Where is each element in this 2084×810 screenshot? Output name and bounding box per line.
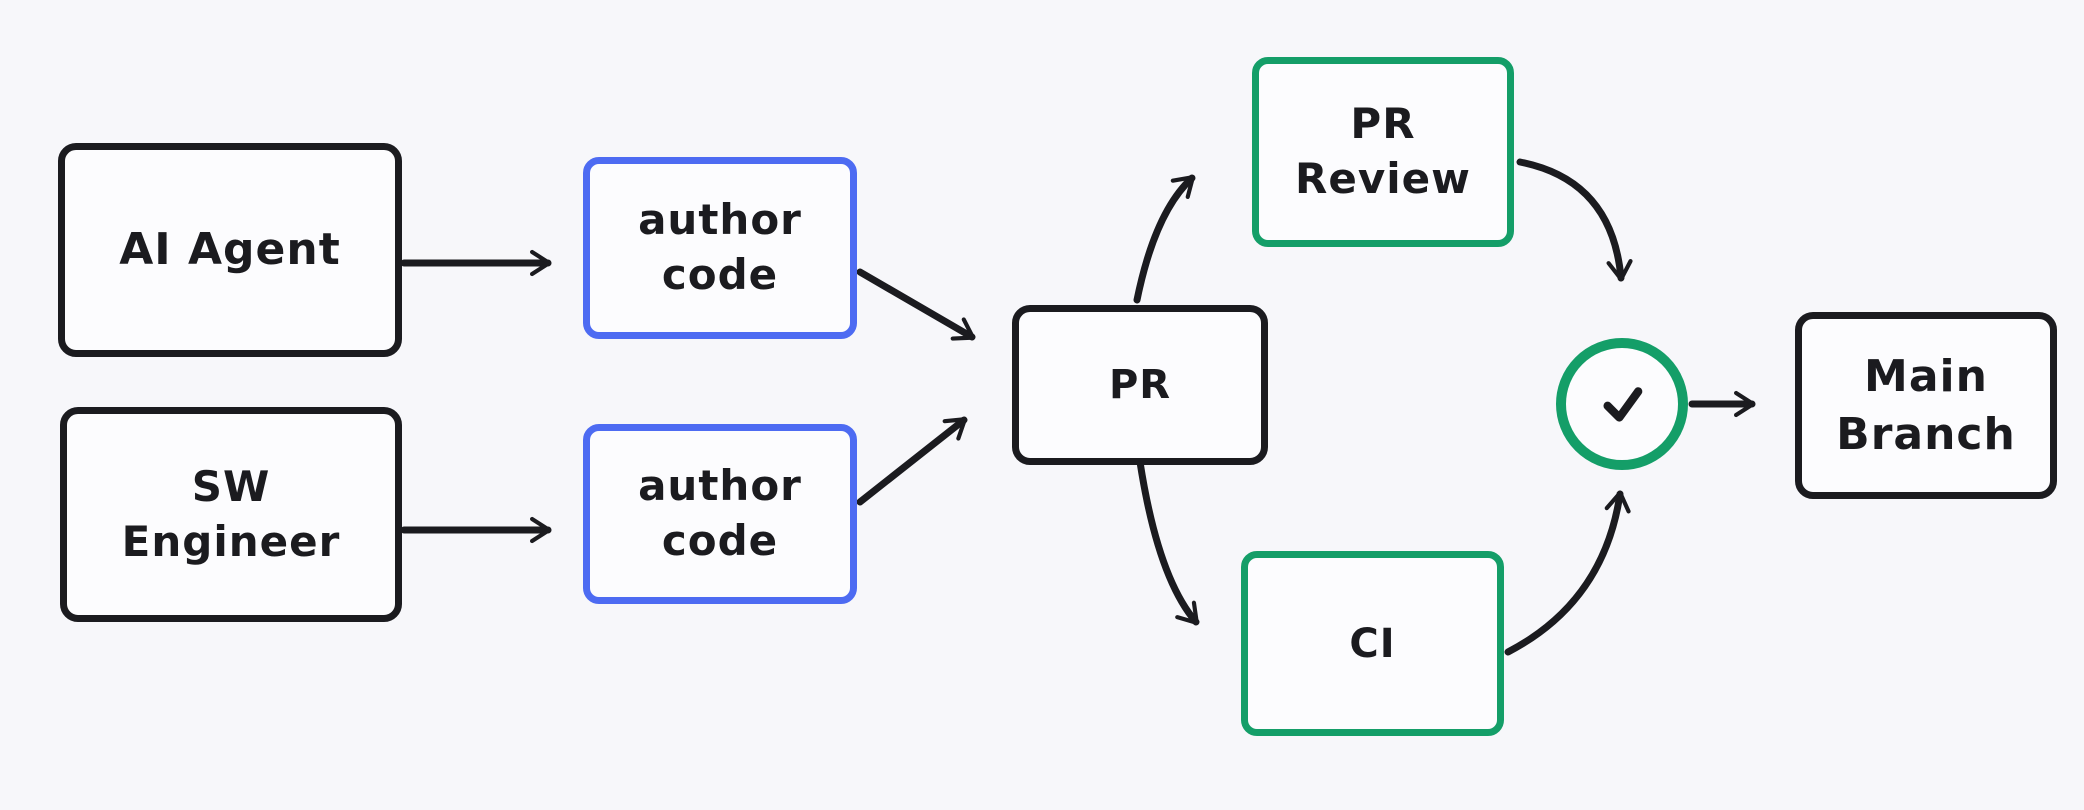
arrow-pr-review-to-check (1516, 158, 1633, 282)
arrow-author-code-bottom-to-pr (856, 416, 968, 506)
node-author-code-top-label: author code (638, 195, 802, 299)
node-ci-label: CI (1349, 620, 1396, 667)
node-main-branch: Main Branch (1795, 312, 2057, 499)
node-main-branch-label: Main Branch (1836, 351, 2016, 460)
node-ai-agent: AI Agent (58, 143, 402, 357)
approval-check-circle (1556, 338, 1688, 470)
arrow-pr-to-pr-review (1133, 174, 1196, 304)
node-sw-engineer-label: SW Engineer (121, 461, 341, 566)
arrow-author-code-top-to-pr (856, 268, 976, 341)
node-pr-review-label: PR Review (1295, 99, 1471, 203)
arrow-ci-to-check (1504, 490, 1631, 656)
arrow-pr-to-ci (1136, 458, 1200, 626)
node-ai-agent-label: AI Agent (119, 224, 341, 276)
node-author-code-bottom-label: author code (638, 461, 802, 565)
node-pr-review: PR Review (1252, 57, 1514, 247)
node-sw-engineer: SW Engineer (60, 407, 402, 622)
node-ci: CI (1241, 551, 1504, 736)
check-icon (1603, 387, 1643, 422)
node-author-code-bottom: author code (583, 424, 857, 604)
node-pr: PR (1012, 305, 1268, 465)
node-author-code-top: author code (583, 157, 857, 339)
node-pr-label: PR (1108, 362, 1172, 408)
